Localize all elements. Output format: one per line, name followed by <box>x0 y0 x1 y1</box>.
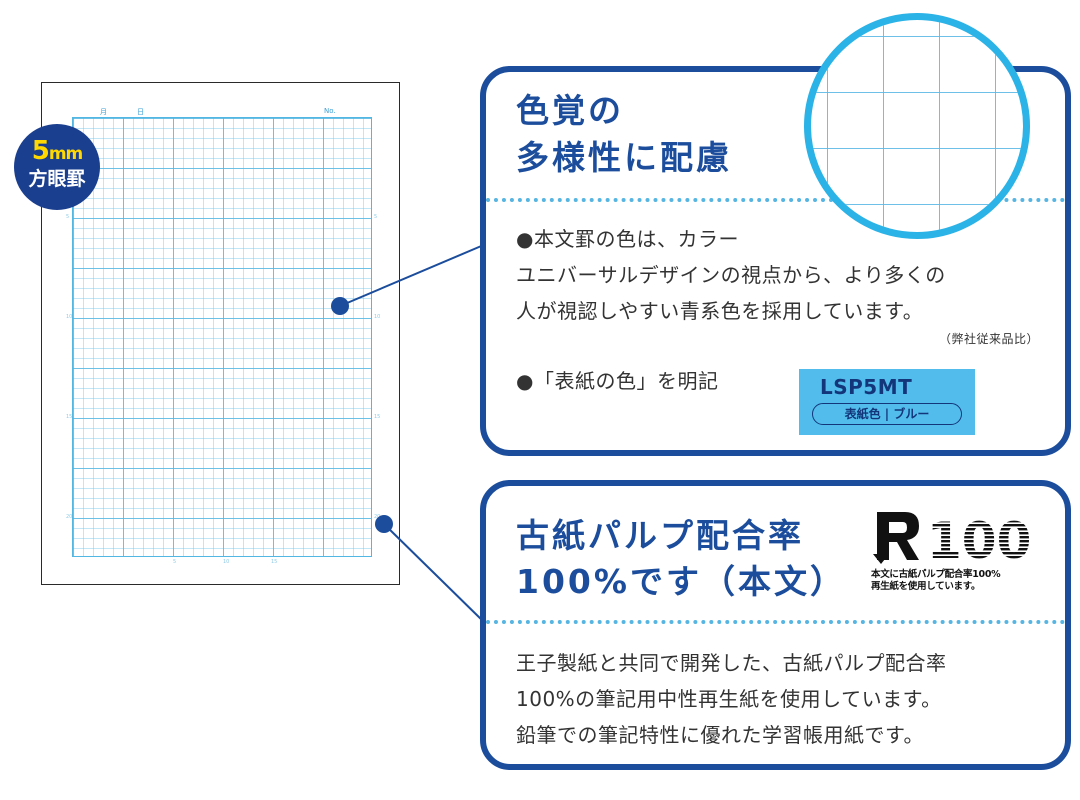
left-tick: 5 <box>66 214 70 220</box>
panel2-title-line1: 古紙パルプ配合率 <box>516 516 804 555</box>
mark-caption-1: 本文に古紙パルプ配合率100% <box>871 569 1001 580</box>
header-month: 月 <box>100 108 107 116</box>
grid-area <box>72 117 372 557</box>
panel1-title-line1: 色覚の <box>516 91 624 130</box>
bottom-tick: 10 <box>223 559 230 565</box>
left-tick: 20 <box>66 514 73 520</box>
grid-size-badge: 5mm 方眼罫 <box>14 124 100 210</box>
panel1-body-line2: ユニバーサルデザインの視点から、より多くの <box>516 263 946 287</box>
r100-mark: 100 本文に古紙パルプ配合率100% 再生紙を使用しています。 <box>871 508 1041 592</box>
r100-logo: 100 <box>873 512 1031 568</box>
panel2-title-line2: 100%です（本文） <box>516 562 846 601</box>
badge-size-unit: mm <box>48 144 83 164</box>
panel1-note: （弊社従来品比） <box>938 332 1039 346</box>
left-tick: 15 <box>66 414 73 420</box>
pointer-line-2 <box>383 523 487 625</box>
right-tick: 10 <box>374 314 381 320</box>
panel1-body-line3: 人が視認しやすい青系色を採用しています。 <box>516 299 924 323</box>
recycle-r-icon <box>873 512 919 564</box>
label-code: LSP5MT <box>820 375 913 399</box>
panel2-body-line1: 王子製紙と共同で開発した、古紙パルプ配合率 <box>516 651 947 675</box>
panel1-title-line2: 多様性に配慮 <box>516 138 732 177</box>
color-vision-panel: 色覚の 多様性に配慮 ●本文罫の色は、カラー ユニバーサルデザインの視点から、よ… <box>480 66 1071 456</box>
badge-size: 5mm <box>14 137 100 168</box>
notebook-page: 月 日 No. 5 10 15 20 5 10 15 20 5 10 15 <box>41 82 400 585</box>
badge-label: 方眼罫 <box>28 168 86 190</box>
grid-magnifier <box>804 13 1030 239</box>
pointer-dot-2 <box>375 515 393 533</box>
panel2-divider <box>486 620 1065 624</box>
cover-label-sample: LSP5MT 表紙色 | ブルー <box>799 369 975 435</box>
pointer-dot-1 <box>331 297 349 315</box>
panel2-body-line2: 100%の筆記用中性再生紙を使用しています。 <box>516 687 942 711</box>
header-number: No. <box>324 107 336 115</box>
right-tick: 20 <box>374 514 381 520</box>
bottom-tick: 5 <box>173 559 177 565</box>
header-day: 日 <box>137 108 144 116</box>
left-tick: 10 <box>66 314 73 320</box>
panel1-divider <box>486 198 1065 202</box>
pointer-line-1 <box>339 243 487 307</box>
panel1-body-line1: ●本文罫の色は、カラー <box>516 227 739 251</box>
bottom-tick: 15 <box>271 559 278 565</box>
label-color-pill: 表紙色 | ブルー <box>812 403 962 425</box>
mark-number: 100 <box>927 512 1031 568</box>
magnified-grid <box>811 20 1023 232</box>
right-tick: 5 <box>374 214 378 220</box>
cover-color-text: ●「表紙の色」を明記 <box>516 369 719 393</box>
recycled-paper-panel: 古紙パルプ配合率 100%です（本文） 100 本文に古紙パルプ配合率100% … <box>480 480 1071 770</box>
badge-size-number: 5 <box>31 136 50 166</box>
right-tick: 15 <box>374 414 381 420</box>
panel2-body-line3: 鉛筆での筆記特性に優れた学習帳用紙です。 <box>516 723 924 747</box>
mark-caption-2: 再生紙を使用しています。 <box>871 581 981 592</box>
